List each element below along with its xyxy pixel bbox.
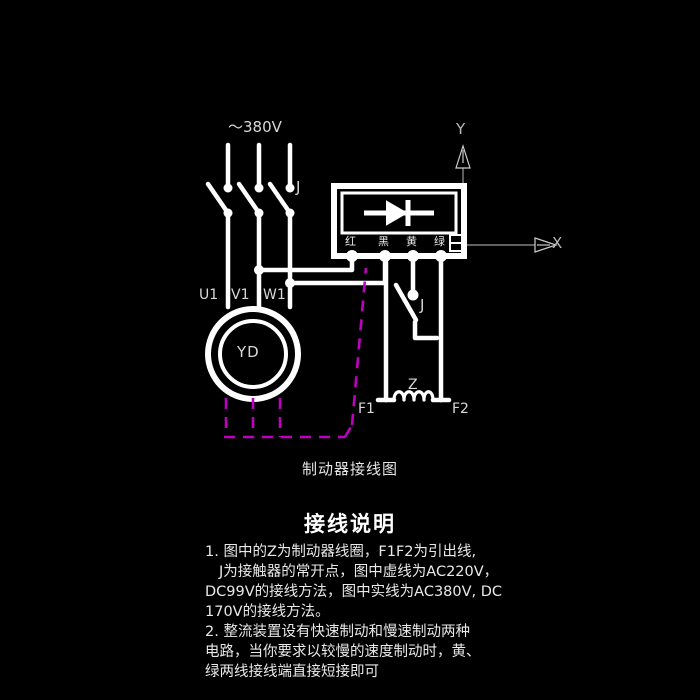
notes-line: 170V的接线方法。 [205, 604, 330, 620]
motor-symbol [205, 306, 301, 402]
terminal-post-green [435, 250, 447, 262]
ucs-axis-indicator [455, 144, 558, 253]
rectifier-terminal-posts [346, 250, 447, 262]
notes-line: DC99V的接线方法，图中实线为AC380V, DC [205, 584, 503, 600]
terminal-post-yellow [407, 250, 419, 262]
brake-contact-pivot [407, 289, 419, 301]
notes-line: 绿两线接线端直接短接即可 [205, 664, 379, 680]
rectifier-outer-body [331, 183, 467, 259]
notes-title: 接线说明 [304, 511, 396, 536]
rectifier-side-terminal-block [449, 234, 463, 252]
brake-dc-circuit [383, 259, 444, 403]
brake-contact-lower-stub [412, 319, 440, 341]
contactor-blade-l2 [236, 181, 262, 216]
terminal-post-black [379, 250, 391, 262]
contactor-blade-l3 [267, 181, 293, 216]
rectifier-unit [331, 183, 467, 259]
diode-triangle [386, 200, 408, 226]
notes-line: J为接触器的常开点，图中虚线为AC220V， [219, 564, 499, 580]
axis-x-arrowhead [534, 237, 558, 253]
supply-lines [225, 142, 293, 191]
dashed-diagonal-run [350, 267, 368, 426]
ac-wire-to-red-terminal [256, 255, 355, 273]
phase-conductors [225, 210, 293, 310]
contactor-blade-l1 [205, 181, 231, 216]
coil-z-winding [392, 390, 435, 402]
brake-contact-blade [393, 282, 419, 323]
dashed-bus-riser [343, 424, 354, 438]
notes-line: 电路，当你要求以较慢的速度制动时，黄、 [205, 644, 481, 660]
supply-terminal-l3 [285, 183, 295, 193]
motor-inner-circle [218, 319, 288, 389]
brake-contact-dots [407, 289, 419, 301]
notes-line: 1. 图中的Z为制动器线圈，F1F2为引出线, [205, 544, 477, 560]
supply-terminal-l2 [254, 183, 264, 193]
notes-line: 2. 整流装置设有快速制动和慢速制动两种 [205, 624, 470, 640]
rectifier-inner-panel [340, 191, 458, 235]
main-contactor-blades [205, 181, 293, 216]
terminal-post-red [346, 250, 358, 262]
diagram-caption: 制动器接线图 [301, 460, 398, 478]
dashed-alternate-wiring [224, 267, 368, 439]
supply-terminal-l1 [223, 183, 233, 193]
notes-body: 1. 图中的Z为制动器线圈，F1F2为引出线, J为接触器的常开点，图中虚线为A… [205, 542, 545, 682]
axis-y-arrowhead [455, 144, 471, 169]
supply-terminals [223, 183, 295, 193]
diode-symbol [364, 200, 434, 226]
